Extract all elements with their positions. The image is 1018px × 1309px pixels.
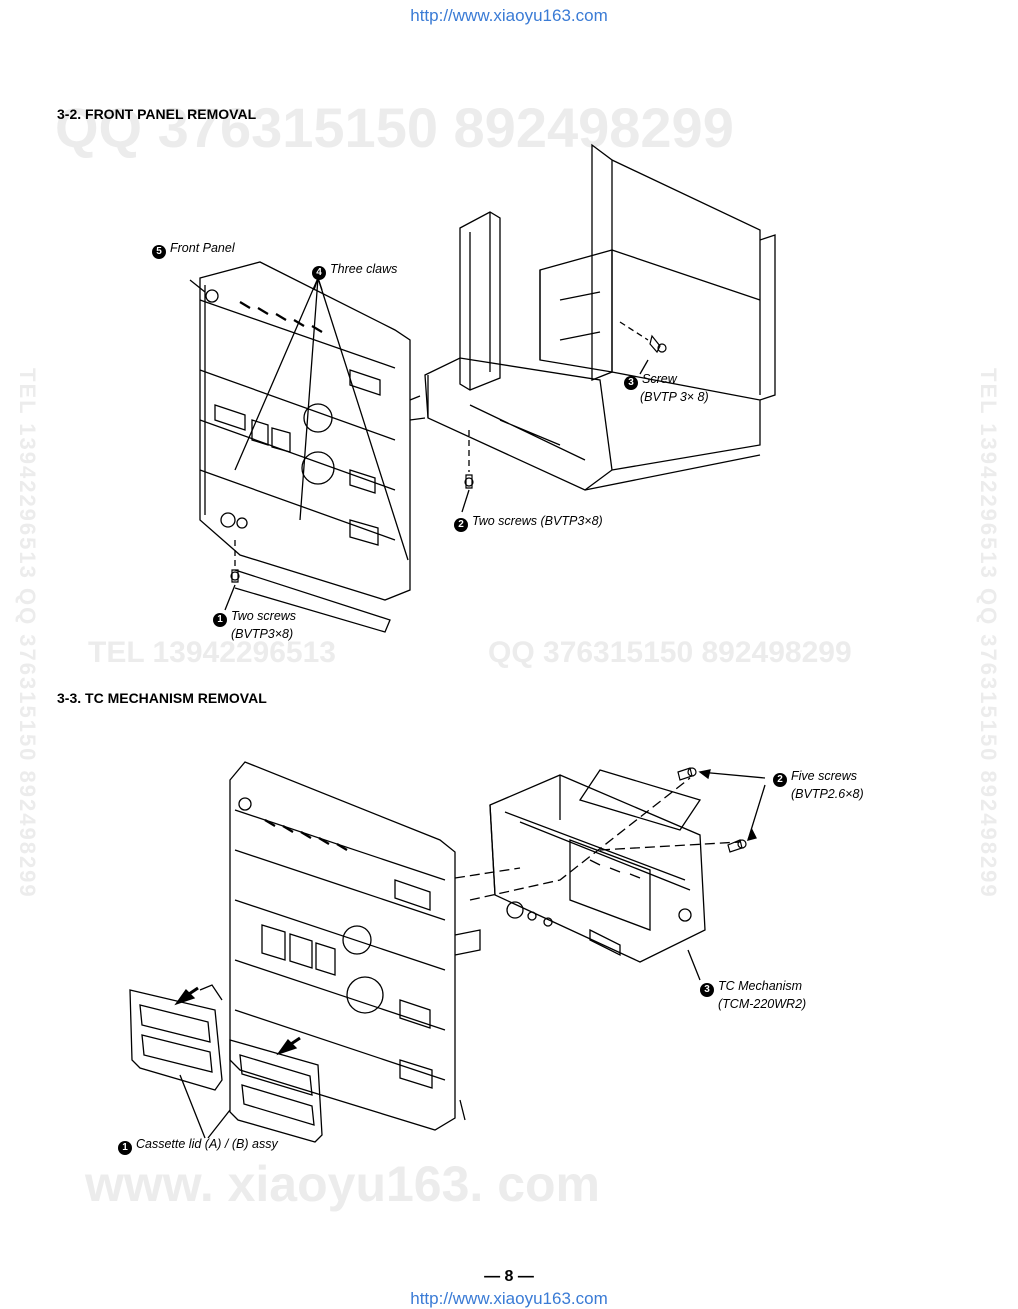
watermark-side-left: TEL 13942296513 QQ 376315150 892498299 (15, 368, 40, 899)
watermark-www: www. xiaoyu163. com (85, 1156, 601, 1212)
watermark-qq-top: QQ 376315150 892498299 (55, 96, 734, 159)
watermark-tel-mid: TEL 13942296513 (88, 636, 336, 669)
tc-mechanism-removal-diagram (129, 761, 766, 1143)
front-panel-removal-diagram (189, 143, 776, 633)
page-number: — 8 — (484, 1268, 534, 1285)
section-heading-front-panel: 3-2. FRONT PANEL REMOVAL (57, 106, 257, 122)
watermark-side-right: TEL 13942296513 QQ 376315150 892498299 (976, 368, 1001, 899)
watermark-qq-mid: QQ 376315150 892498299 (488, 636, 852, 669)
section-heading-tc-mechanism: 3-3. TC MECHANISM REMOVAL (57, 690, 267, 706)
top-url[interactable]: http://www.xiaoyu163.com (410, 6, 608, 25)
bottom-url[interactable]: http://www.xiaoyu163.com (410, 1289, 608, 1308)
